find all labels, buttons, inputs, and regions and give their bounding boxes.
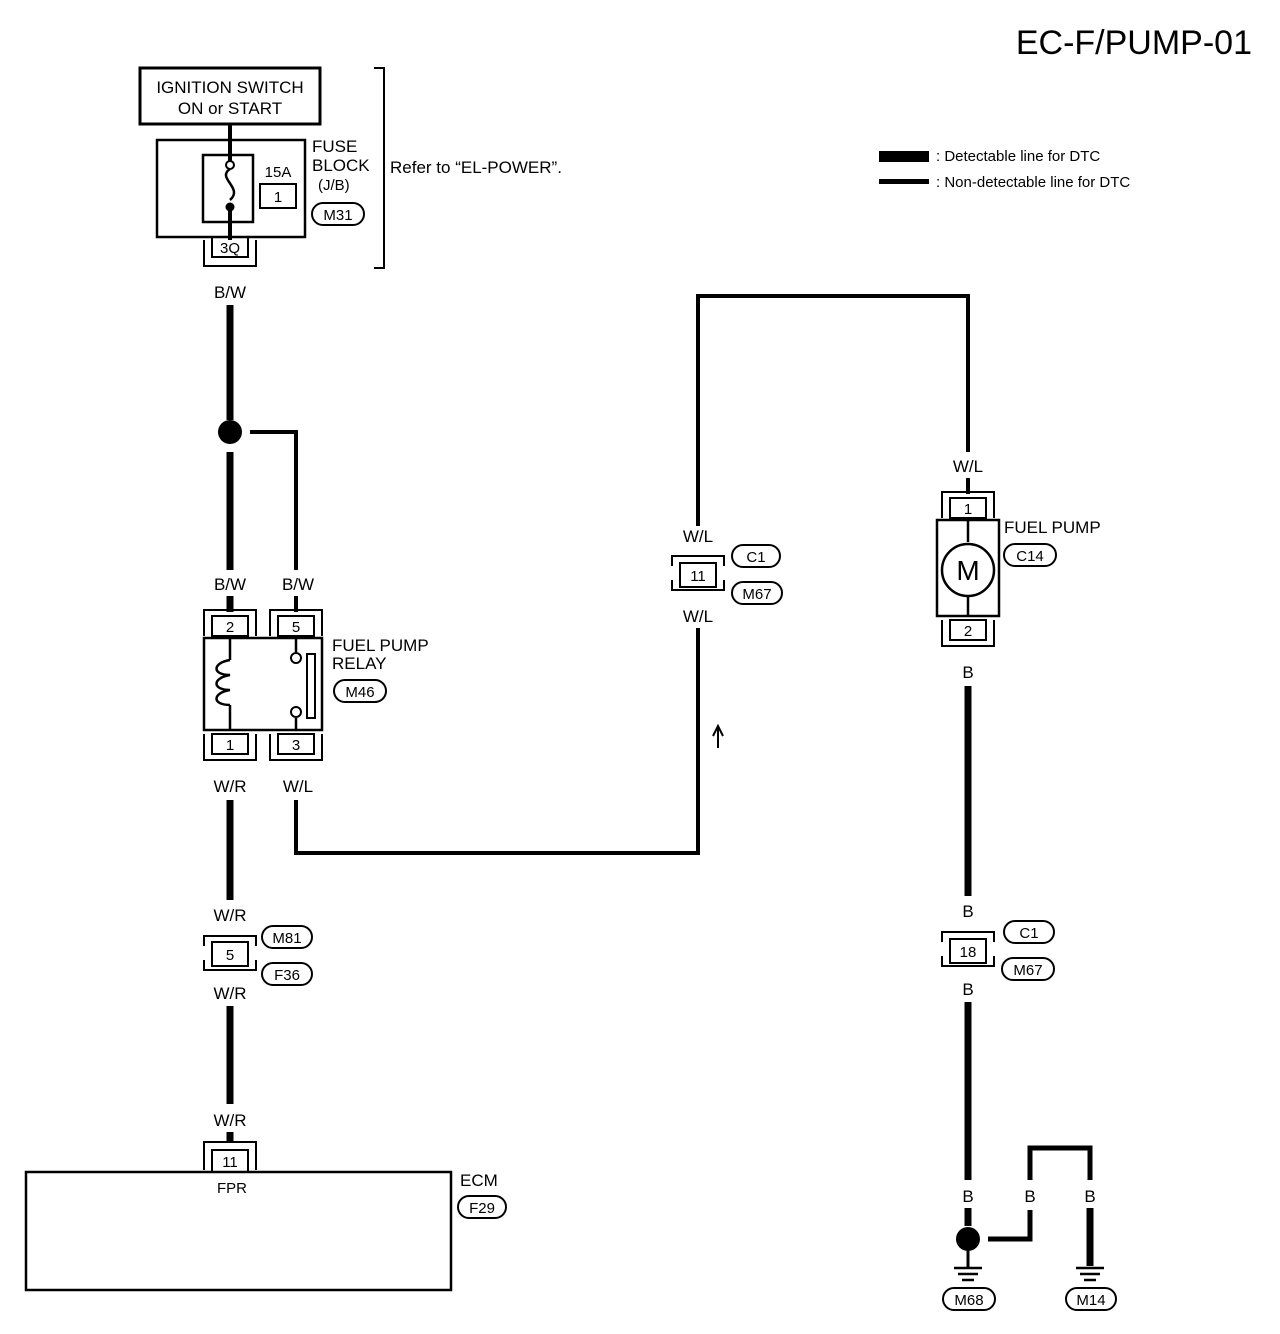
ground-icon-m14 bbox=[1076, 1266, 1104, 1282]
relay-connector: M46 bbox=[345, 684, 374, 701]
ground-m14-label: M14 bbox=[1076, 1292, 1105, 1309]
connector-m81: 5 bbox=[203, 935, 257, 971]
ecm-pin: 11 bbox=[222, 1154, 238, 1171]
fuel-pump-name: FUEL PUMP bbox=[1004, 518, 1101, 537]
fuse-rating: 15A bbox=[265, 164, 292, 181]
ecm-connector: F29 bbox=[469, 1200, 495, 1217]
fuel-pump: 1 M 2 bbox=[935, 491, 1001, 647]
fuse-block: 15A 1 bbox=[155, 124, 307, 240]
connector-c1-top-upper: C1 bbox=[746, 549, 765, 566]
legend: : Detectable line for DTC : Non-detectab… bbox=[879, 148, 1130, 191]
wire-b-ground-link-top bbox=[1027, 1145, 1093, 1180]
fuel-pump-connector-badge: C14 bbox=[1003, 543, 1057, 567]
fuse-block-name-1: FUSE bbox=[312, 137, 357, 156]
diagram-title: EC-F/PUMP-01 bbox=[1016, 24, 1252, 62]
wire-label-bw-3: B/W bbox=[282, 575, 314, 594]
fuel-pump-pin-1: 1 bbox=[964, 501, 972, 518]
connector-c1-top-lower: M67 bbox=[742, 586, 771, 603]
connector-m67-top-badge: M67 bbox=[731, 581, 783, 605]
legend-detectable-label: : Detectable line for DTC bbox=[936, 148, 1100, 165]
motor-symbol: M bbox=[956, 555, 979, 586]
wire-bw-branch bbox=[250, 430, 298, 570]
splice-ground bbox=[956, 1227, 980, 1251]
fuel-pump-connector: C14 bbox=[1016, 548, 1044, 565]
wire-label-wl-4: W/L bbox=[953, 457, 983, 476]
relay-pin-5: 5 bbox=[292, 619, 300, 636]
ecm-pin-name: FPR bbox=[217, 1180, 247, 1197]
ignition-switch-label-2: ON or START bbox=[178, 99, 282, 118]
ground-m68-badge: M68 bbox=[942, 1287, 996, 1311]
wire-label-bw-1: B/W bbox=[214, 283, 246, 302]
power-bracket bbox=[374, 67, 385, 269]
connector-c1-bottom-pin: 18 bbox=[960, 944, 977, 961]
connector-f36-badge: F36 bbox=[261, 962, 313, 986]
connector-c1-bottom-lower: M67 bbox=[1013, 962, 1042, 979]
fuel-pump-relay: 2 5 1 3 bbox=[202, 609, 324, 761]
relay-pin-2: 2 bbox=[226, 619, 234, 636]
fuse-block-connector: M31 bbox=[323, 207, 352, 224]
connector-c1-top-pin: 11 bbox=[690, 568, 706, 585]
connector-c1-top: 11 bbox=[671, 555, 725, 591]
legend-non-detectable-label: : Non-detectable line for DTC bbox=[936, 174, 1130, 191]
wire-label-wr-1: W/R bbox=[213, 777, 246, 796]
fuse-block-name-3: (J/B) bbox=[318, 177, 350, 194]
fuse-terminal-3q: 3Q bbox=[203, 236, 257, 267]
fuse-block-connector-badge: M31 bbox=[311, 202, 365, 226]
ecm-name: ECM bbox=[460, 1171, 498, 1190]
relay-name-1: FUEL PUMP bbox=[332, 636, 429, 655]
wire-label-wr-4: W/R bbox=[213, 1111, 246, 1130]
relay-connector-badge: M46 bbox=[333, 679, 387, 703]
splice-top bbox=[218, 420, 242, 444]
refer-note: Refer to “EL-POWER”. bbox=[390, 158, 562, 177]
ground-icon-m68 bbox=[954, 1251, 982, 1282]
wire-label-b-2: B bbox=[962, 902, 973, 921]
wire-label-wr-3: W/R bbox=[213, 984, 246, 1003]
connector-m81-badge: M81 bbox=[261, 925, 313, 949]
wire-label-wl-3: W/L bbox=[683, 527, 713, 546]
connector-c1-bottom-badge: C1 bbox=[1003, 920, 1055, 944]
fuse-block-name-2: BLOCK bbox=[312, 156, 370, 175]
wire-label-b-4: B bbox=[962, 1187, 973, 1206]
legend-non-detectable-swatch bbox=[879, 179, 929, 184]
wire-label-wl-2: W/L bbox=[683, 607, 713, 626]
ecm: 11 FPR bbox=[24, 1141, 453, 1292]
ecm-connector-badge: F29 bbox=[457, 1195, 507, 1219]
connector-m81-lower: F36 bbox=[274, 967, 300, 984]
fuse-terminal-label: 3Q bbox=[220, 240, 240, 257]
ignition-switch: IGNITION SWITCH ON or START bbox=[138, 66, 322, 126]
wire-label-b-3: B bbox=[962, 980, 973, 999]
wire-label-b-5: B bbox=[1024, 1187, 1035, 1206]
relay-name-2: RELAY bbox=[332, 654, 387, 673]
fuse-number: 1 bbox=[274, 189, 282, 206]
relay-pin-3: 3 bbox=[292, 737, 300, 754]
wire-label-b-1: B bbox=[962, 663, 973, 682]
wire-wl-relay-to-c1 bbox=[294, 628, 700, 855]
flow-arrow bbox=[712, 723, 724, 748]
wire-label-wr-2: W/R bbox=[213, 906, 246, 925]
connector-m81-pin: 5 bbox=[226, 947, 234, 964]
wire-label-b-6: B bbox=[1084, 1187, 1095, 1206]
ground-m14-badge: M14 bbox=[1065, 1287, 1117, 1311]
connector-m67-bottom-badge: M67 bbox=[1001, 957, 1055, 981]
connector-c1-top-badge: C1 bbox=[731, 544, 781, 568]
connector-c1-bottom-upper: C1 bbox=[1019, 925, 1038, 942]
wire-b-ground-link bbox=[988, 1210, 1033, 1242]
wire-wl-to-pump bbox=[696, 294, 970, 526]
connector-m81-upper: M81 bbox=[272, 930, 301, 947]
ignition-switch-label-1: IGNITION SWITCH bbox=[156, 78, 303, 97]
wire-label-bw-2: B/W bbox=[214, 575, 246, 594]
connector-c1-bottom: 18 bbox=[941, 931, 995, 967]
legend-detectable-swatch bbox=[879, 151, 929, 162]
wire-label-wl-1: W/L bbox=[283, 777, 313, 796]
ground-m68-label: M68 bbox=[954, 1292, 983, 1309]
relay-pin-1: 1 bbox=[226, 737, 234, 754]
fuel-pump-pin-2: 2 bbox=[964, 623, 972, 640]
